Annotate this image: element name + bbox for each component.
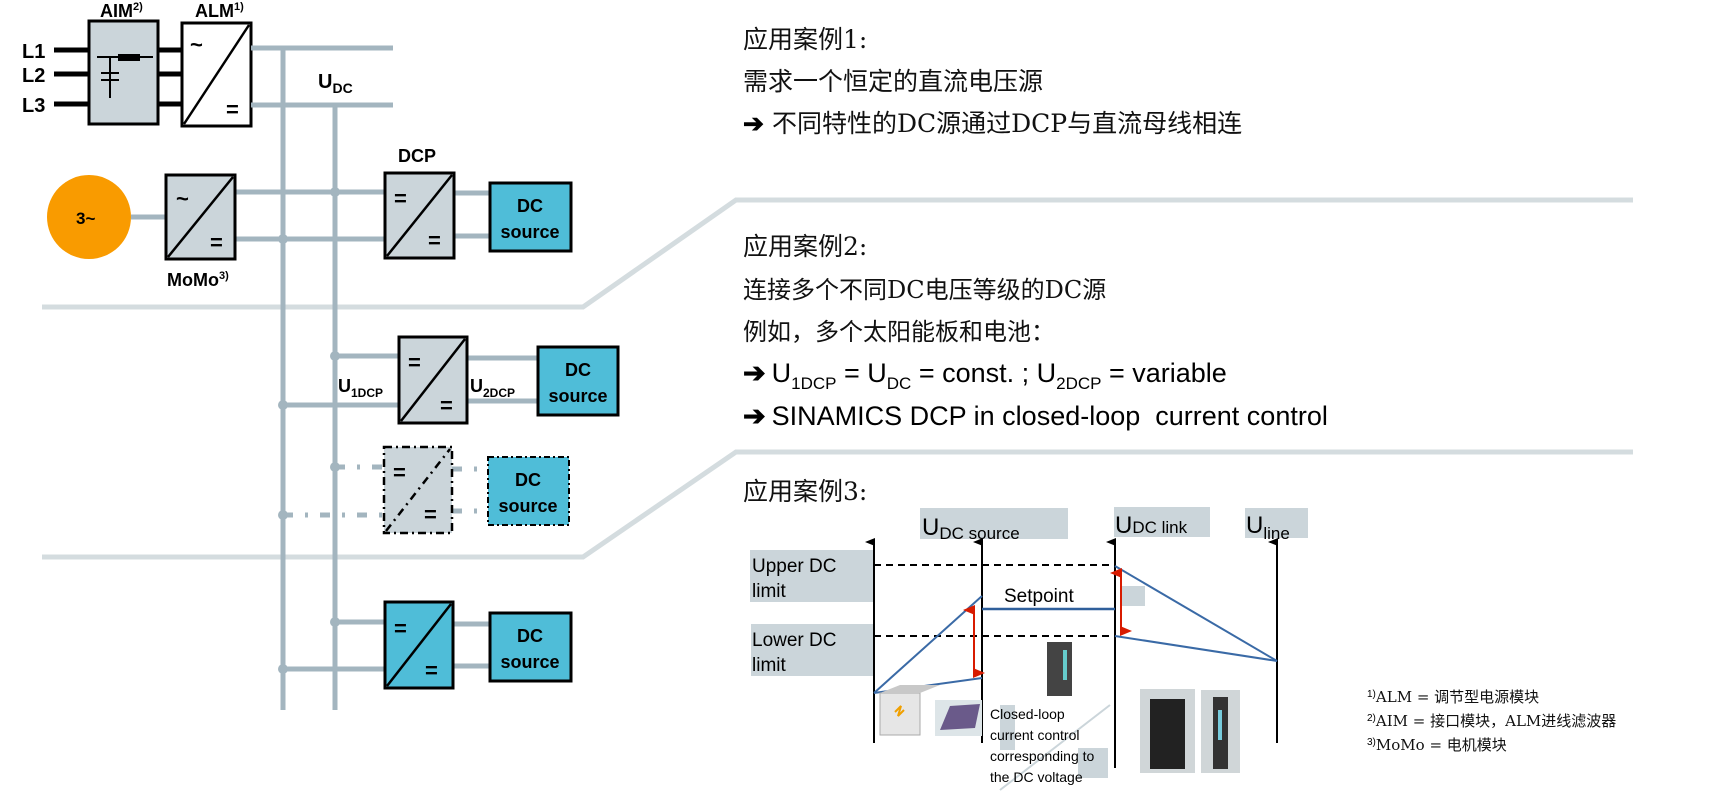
lower-limit-label-1: Lower DC [752, 630, 836, 651]
dc-symbol: = [226, 97, 239, 122]
svg-text:DC: DC [517, 196, 543, 216]
note-line-2: current control [990, 727, 1079, 743]
svg-text:=: = [440, 393, 453, 418]
udc-label: UDC [318, 71, 353, 96]
case1-title: 应用案例1: [743, 25, 867, 54]
svg-text:=: = [428, 228, 441, 253]
svg-text:=: = [394, 616, 407, 641]
line-label-l3: L3 [22, 95, 45, 117]
svg-text:=: = [424, 502, 437, 527]
axis-label-dc-link: UDC link [1115, 512, 1188, 539]
separator-2 [42, 449, 1633, 560]
footnote-1: 1)ALM = 调节型电源模块 [1367, 688, 1539, 706]
alm-module: ~ = [180, 21, 253, 128]
svg-text:=: = [210, 230, 223, 255]
arrow-icon: ➔ [743, 401, 766, 431]
upper-limit-label-1: Upper DC [752, 556, 836, 577]
upper-limit-label-2: limit [752, 581, 786, 602]
case3-diagram: UDC source UDC link Uline Upper DC limit… [750, 507, 1308, 791]
motor-circle [47, 175, 131, 259]
line-label-l2: L2 [22, 65, 45, 87]
dcp-module-4: = = [383, 600, 455, 690]
note-line-4: the DC voltage [990, 769, 1083, 785]
solar-panel-image [935, 700, 982, 736]
svg-text:source: source [500, 652, 559, 672]
u1dcp-label: U1DCP [338, 376, 383, 400]
aim-module [87, 19, 160, 126]
motor-label: 3~ [76, 209, 95, 228]
supply-lines [54, 47, 182, 107]
svg-text:~: ~ [176, 186, 189, 211]
lower-limit-label-2: limit [752, 655, 786, 676]
dc-source-4: DC source [488, 611, 573, 683]
dc-bus [251, 45, 393, 710]
note-line-1: Closed-loop [990, 706, 1065, 722]
svg-text:=: = [394, 186, 407, 211]
case1-line2: ➔不同特性的DC源通过DCP与直流母线相连 [743, 109, 1242, 138]
footnote-3: 3)MoMo = 电机模块 [1367, 736, 1507, 754]
svg-text:source: source [500, 222, 559, 242]
svg-text:DC: DC [515, 470, 541, 490]
dcp-module-3-optional: = = [382, 445, 454, 535]
note-line-3: corresponding to [990, 748, 1095, 764]
momo-module: ~ = [164, 173, 237, 261]
dcp-module-1: = = [383, 171, 456, 260]
case2-equation: ➔U1DCP = UDC = const. ; U2DCP = variable [743, 358, 1227, 393]
alm-label: ALM1) [195, 1, 244, 21]
dc-source-3-optional: DC source [487, 456, 570, 526]
battery-image [879, 685, 940, 736]
momo-label: MoMo3) [167, 270, 229, 290]
case1-line1: 需求一个恒定的直流电压源 [743, 67, 1043, 96]
case3-title: 应用案例3: [743, 477, 867, 506]
svg-text:=: = [425, 658, 438, 683]
svg-text:DC: DC [565, 360, 591, 380]
footnote-2: 2)AIM = 接口模块，ALM进线滤波器 [1367, 712, 1616, 730]
dc-source-2: DC source [536, 345, 620, 417]
case2-title: 应用案例2: [743, 232, 867, 261]
dcp-device-image [1047, 642, 1072, 696]
arrow-icon: ➔ [743, 110, 764, 138]
separator-1 [42, 197, 1633, 310]
ac-symbol: ~ [190, 32, 203, 57]
svg-text:=: = [408, 350, 421, 375]
u2dcp-label: U2DCP [470, 376, 515, 400]
setpoint-label: Setpoint [1004, 586, 1074, 607]
dc-source-1: DC source [488, 181, 573, 253]
case2-line4: ➔SINAMICS DCP in closed-loop current con… [743, 401, 1328, 431]
dcp-module-2: = = [397, 335, 469, 425]
svg-text:DC: DC [517, 626, 543, 646]
aim-label: AIM2) [100, 1, 143, 21]
case2-line2: 例如，多个太阳能板和电池： [743, 318, 1055, 346]
case2-line1: 连接多个不同DC电压等级的DC源 [743, 276, 1106, 304]
svg-text:=: = [393, 460, 406, 485]
svg-text:source: source [498, 496, 557, 516]
svg-text:source: source [548, 386, 607, 406]
arrow-icon: ➔ [743, 358, 766, 388]
axis-label-dc-source: UDC source [922, 514, 1020, 543]
line-label-l1: L1 [22, 41, 45, 63]
dcp-label: DCP [398, 146, 436, 166]
